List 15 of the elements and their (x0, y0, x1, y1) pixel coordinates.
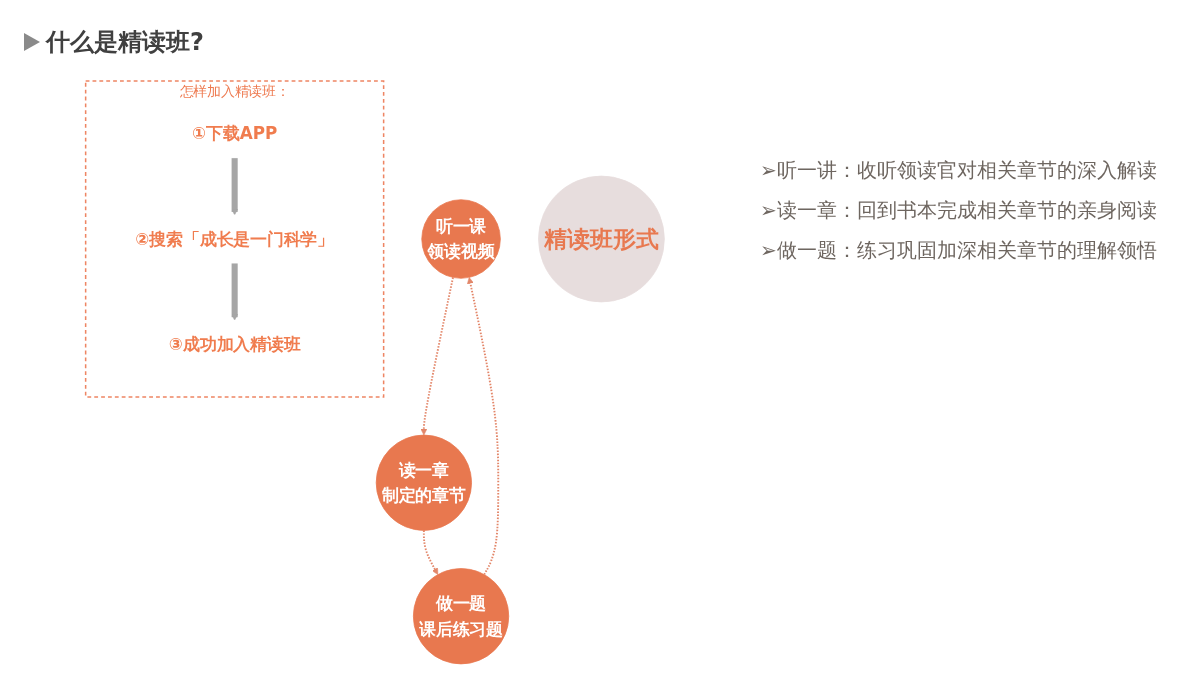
node-circle: 精读班形式 (538, 175, 665, 303)
node-circle: 听一课 领读视频 (421, 199, 501, 279)
node-text: ③成功加入精读班 (168, 334, 301, 354)
list-item: ➢听一讲：收听领读官对相关章节的深入解读 (760, 157, 1158, 184)
arrow (420, 276, 454, 436)
list-item: ➢读一章：回到书本完成相关章节的亲身阅读 (760, 197, 1158, 224)
arrow (231, 263, 238, 321)
node-circle: 读一章 制定的章节 (375, 434, 472, 531)
node-text: ①下载APP (191, 124, 278, 144)
arrow (467, 277, 500, 576)
arrow (231, 157, 238, 216)
node-text: ②搜索「成长是一门科学」 (135, 229, 335, 249)
title: 什么是精读班? (46, 27, 204, 58)
list-item: ➢做一题：练习巩固加深相关章节的理解领悟 (760, 237, 1158, 264)
node-circle: 做一题 课后练习题 (413, 568, 510, 665)
